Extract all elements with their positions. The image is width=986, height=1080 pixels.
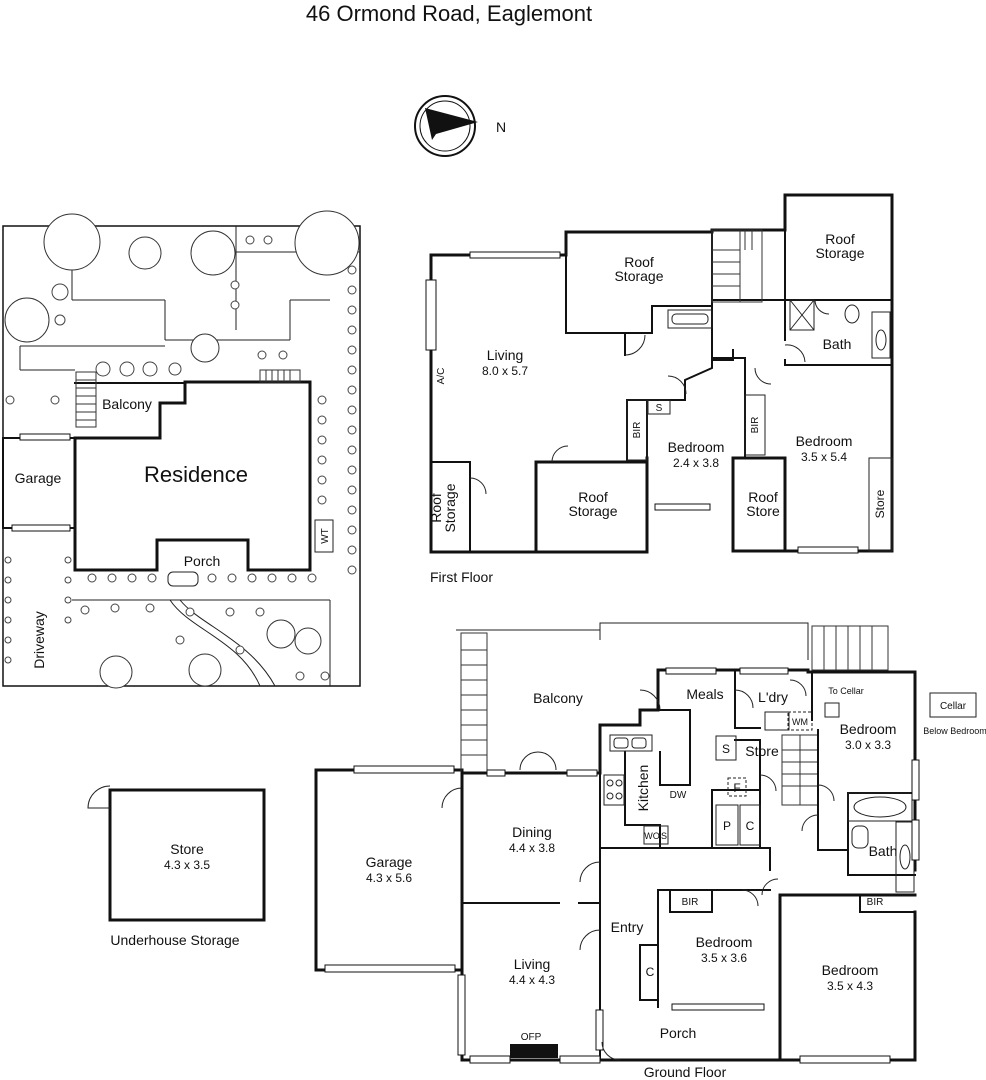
- roof-storage-word: Storage: [568, 503, 617, 519]
- ground-floor-plan: Balcony Meals L'dry To Cellar Bedroom 3.…: [314, 622, 986, 1080]
- ff-roof-storage-left-label: RoofStorage: [428, 483, 458, 532]
- gf-s-box-label: S: [722, 742, 730, 756]
- roof-store-word: Roof: [748, 489, 778, 505]
- ff-ac-label: A/C: [436, 368, 447, 385]
- underhouse-storage-plan: Store 4.3 x 3.5 Underhouse Storage: [87, 785, 266, 948]
- gf-below-bedroom-label: Below Bedroom: [923, 726, 986, 736]
- gf-living-dim: 4.4 x 4.3: [509, 973, 555, 987]
- ff-bath-label: Bath: [823, 336, 852, 352]
- site-residence-label: Residence: [144, 462, 248, 487]
- gf-bedroom-c-label: Bedroom: [696, 934, 753, 950]
- gf-garage-dim: 4.3 x 5.6: [366, 871, 412, 885]
- site-plan: Balcony Garage Residence Porch Driveway …: [2, 210, 361, 689]
- ff-bedroom1-dim: 2.4 x 3.8: [673, 456, 719, 470]
- tree-icon: [4, 210, 360, 689]
- ff-bir2-label: BIR: [750, 417, 761, 434]
- roof-storage-word: Roof: [825, 231, 855, 247]
- shrub-icon: [4, 235, 357, 681]
- gf-dw-label: DW: [670, 790, 687, 801]
- gf-dining-dim: 4.4 x 3.8: [509, 841, 555, 855]
- gf-kitchen-label: Kitchen: [635, 765, 651, 812]
- underhouse-caption: Underhouse Storage: [110, 932, 239, 948]
- compass-north-label: N: [496, 119, 506, 135]
- gf-laundry-label: L'dry: [758, 689, 788, 705]
- roof-storage-word: Roof: [624, 254, 654, 270]
- ff-living-label: Living: [487, 347, 524, 363]
- ff-living-dim: 8.0 x 5.7: [482, 364, 528, 378]
- site-porch-label: Porch: [184, 553, 221, 569]
- gf-f-box-label: F: [733, 781, 740, 795]
- north-compass-icon: [414, 95, 478, 157]
- uh-store-label: Store: [170, 841, 204, 857]
- gf-to-cellar-label: To Cellar: [828, 686, 864, 696]
- ff-bir1-label: BIR: [632, 422, 643, 439]
- ff-bedroom1-label: Bedroom: [668, 439, 725, 455]
- gf-bir1-label: BIR: [682, 897, 699, 908]
- gf-garage-label: Garage: [366, 854, 413, 870]
- roof-storage-word: Storage: [442, 483, 458, 532]
- first-floor-caption: First Floor: [430, 569, 493, 585]
- gf-bedroom-ne-dim: 3.0 x 3.3: [845, 738, 891, 752]
- uh-store-dim: 4.3 x 3.5: [164, 858, 210, 872]
- gf-bir2-label: BIR: [867, 897, 884, 908]
- roof-storage-word: Roof: [578, 489, 608, 505]
- gf-cupboard-label: C: [646, 965, 655, 979]
- site-garage-label: Garage: [15, 470, 62, 486]
- gf-entry-label: Entry: [611, 919, 644, 935]
- gf-c-box-label: C: [746, 819, 755, 833]
- roof-storage-word: Storage: [614, 268, 663, 284]
- ff-bedroom2-dim: 3.5 x 5.4: [801, 450, 847, 464]
- site-driveway-label: Driveway: [31, 611, 47, 669]
- gf-s-wo-label: S: [661, 831, 667, 841]
- page-title: 46 Ormond Road, Eaglemont: [306, 1, 592, 26]
- gf-bedroom-e-label: Bedroom: [822, 962, 879, 978]
- gf-p-box-label: P: [723, 819, 731, 833]
- gf-porch-label: Porch: [660, 1025, 697, 1041]
- gf-living-label: Living: [514, 956, 551, 972]
- ground-floor-caption: Ground Floor: [644, 1064, 727, 1080]
- gf-cellar-label: Cellar: [940, 701, 967, 712]
- site-wt-label: WT: [320, 528, 331, 544]
- roof-storage-word: Roof: [428, 493, 444, 523]
- ff-store-label: Store: [873, 489, 887, 518]
- ff-bedroom2-label: Bedroom: [796, 433, 853, 449]
- site-balcony-label: Balcony: [102, 396, 152, 412]
- gf-meals-label: Meals: [686, 686, 723, 702]
- gf-bedroom-c-dim: 3.5 x 3.6: [701, 951, 747, 965]
- roof-store-word: Store: [746, 503, 780, 519]
- gf-ofp-label: OFP: [521, 1032, 542, 1043]
- gf-wo-label: WO: [644, 831, 660, 841]
- gf-balcony-label: Balcony: [533, 690, 583, 706]
- gf-bedroom-e-dim: 3.5 x 4.3: [827, 979, 873, 993]
- roof-storage-word: Storage: [815, 245, 864, 261]
- gf-wm-label: WM: [792, 717, 808, 727]
- gf-bedroom-ne-label: Bedroom: [840, 721, 897, 737]
- gf-dining-label: Dining: [512, 824, 552, 840]
- ff-s-label: S: [656, 403, 663, 414]
- gf-bath-label: Bath: [869, 843, 898, 859]
- gf-store-label: Store: [745, 743, 779, 759]
